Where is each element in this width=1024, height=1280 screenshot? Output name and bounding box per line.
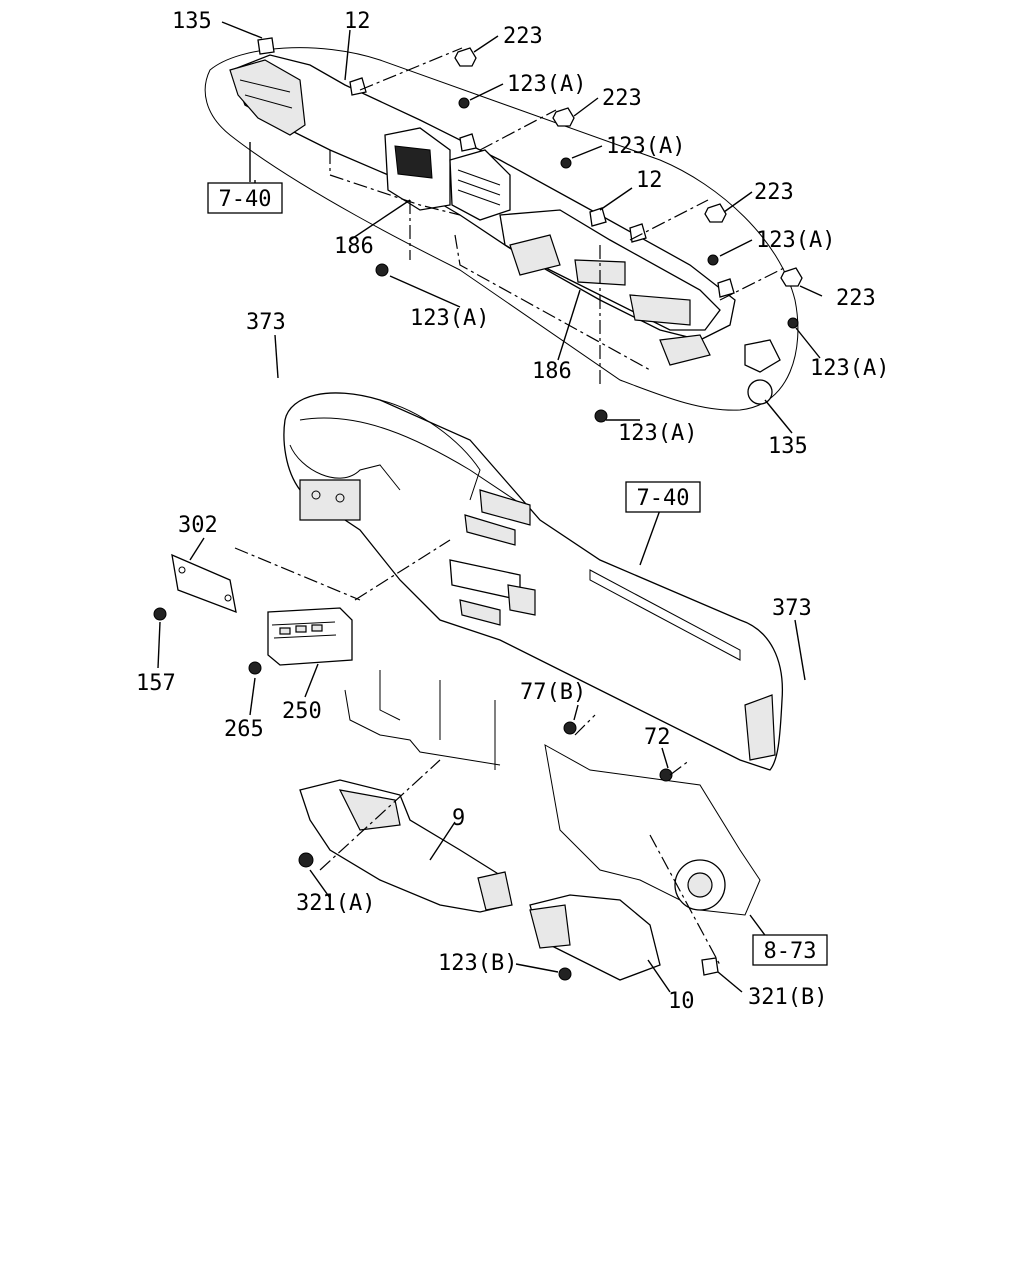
label-321a: 321(A) (296, 891, 375, 916)
dash-duct-assembly (204, 37, 799, 411)
label-12-right: 12 (636, 168, 663, 193)
label-135-bottom: 135 (768, 434, 808, 459)
label-123a-2: 123(A) (606, 134, 685, 159)
control-unit (153, 539, 451, 675)
label-223-2: 223 (602, 86, 642, 111)
label-373-right: 373 (772, 596, 812, 621)
leader-lines (157, 21, 823, 993)
ref-label-740-top: 7-40 (219, 187, 272, 212)
label-123a-bottom: 123(A) (618, 421, 697, 446)
ref-label-873: 8-73 (764, 939, 817, 964)
label-223-3: 223 (754, 180, 794, 205)
label-186-left: 186 (334, 234, 374, 259)
label-135-top: 135 (172, 9, 212, 34)
lower-duct-assembly (298, 670, 761, 981)
label-250: 250 (282, 699, 322, 724)
label-321b: 321(B) (748, 985, 827, 1010)
label-123b: 123(B) (438, 951, 517, 976)
label-265: 265 (224, 717, 264, 742)
label-10: 10 (668, 989, 695, 1014)
label-12-top: 12 (344, 9, 371, 34)
label-123a-3: 123(A) (756, 228, 835, 253)
ref-box-873: 8-73 (752, 934, 828, 966)
label-373-left: 373 (246, 310, 286, 335)
label-9: 9 (452, 806, 465, 831)
ref-box-740-top: 7-40 (207, 182, 283, 214)
fasteners-top (359, 47, 803, 423)
label-223-1: 223 (503, 24, 543, 49)
label-123a-left: 123(A) (410, 306, 489, 331)
label-223-4: 223 (836, 286, 876, 311)
part-labels: 135 12 223 123(A) 223 123(A) 12 223 123(… (136, 9, 889, 1014)
label-186-mid: 186 (532, 359, 572, 384)
label-123a-4: 123(A) (810, 356, 889, 381)
label-157: 157 (136, 671, 176, 696)
instrument-panel (283, 392, 784, 771)
ref-label-740-mid: 7-40 (637, 486, 690, 511)
label-123a-1: 123(A) (507, 72, 586, 97)
label-72: 72 (644, 725, 671, 750)
ref-box-740-mid: 7-40 (625, 481, 701, 513)
label-302: 302 (178, 513, 218, 538)
label-77b: 77(B) (520, 680, 586, 705)
